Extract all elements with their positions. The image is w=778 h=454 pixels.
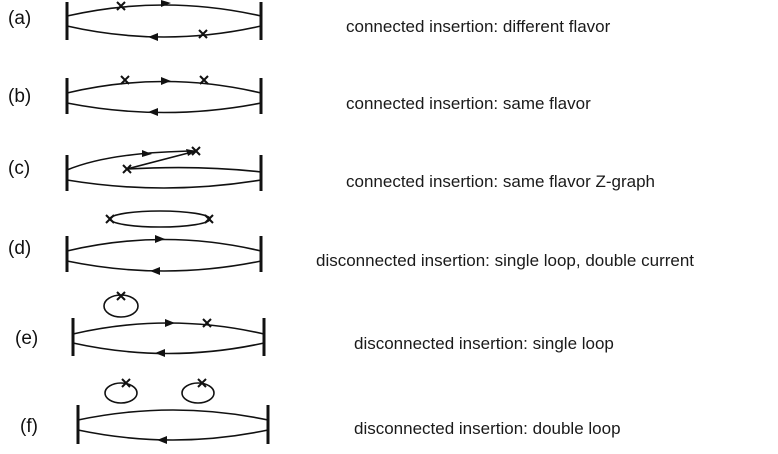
arrow-left-icon [155, 349, 165, 357]
diagram-f [76, 378, 270, 444]
description-b: connected insertion: same flavor [346, 94, 591, 113]
arrow-left-icon [148, 33, 158, 41]
arrow-right-icon [186, 149, 196, 156]
z-graph-return-line [126, 166, 262, 173]
arrow-right-icon [161, 77, 171, 85]
arrow-left-icon [150, 267, 160, 275]
insertion-cross-icon [198, 29, 208, 39]
row-label-f: (f) [20, 416, 38, 437]
insertion-cross-icon [202, 318, 212, 328]
upper-quark-line [66, 238, 262, 252]
upper-quark-line [66, 4, 262, 17]
lower-quark-line [66, 25, 262, 38]
diagram-e [71, 291, 266, 357]
insertion-cross-icon [105, 214, 115, 224]
insertion-cross-icon [122, 164, 132, 174]
disconnected-loop [103, 294, 139, 318]
diagram-c [65, 146, 263, 191]
insertion-cross-icon [191, 146, 201, 156]
diagram-d [65, 210, 263, 275]
insertion-cross-icon [121, 378, 131, 388]
arrow-left-icon [157, 436, 167, 444]
disconnected-loop [104, 382, 138, 404]
insertion-cross-icon [204, 214, 214, 224]
row-label-e: (e) [15, 328, 39, 349]
z-graph-upper-line [66, 150, 197, 171]
description-e: disconnected insertion: single loop [354, 334, 614, 353]
lower-quark-line [66, 260, 262, 272]
description-f: disconnected insertion: double loop [354, 419, 621, 438]
insertion-cross-icon [116, 291, 126, 301]
row-label-d: (d) [8, 238, 32, 259]
arrow-left-icon [148, 108, 158, 116]
arrow-right-icon [142, 150, 152, 157]
lower-quark-line [66, 179, 262, 189]
diagram-b [65, 75, 263, 116]
insertion-cross-icon [116, 1, 126, 11]
description-d: disconnected insertion: single loop, dou… [316, 251, 695, 270]
insertion-cross-icon [199, 75, 209, 85]
disconnected-loop [181, 382, 215, 404]
arrow-right-icon [155, 235, 165, 243]
upper-quark-line [77, 409, 269, 421]
lower-quark-line [66, 102, 262, 114]
z-graph-diagonal-line [126, 150, 197, 170]
row-label-b: (b) [8, 86, 32, 107]
arrow-right-icon [165, 319, 175, 327]
insertion-cross-icon [120, 75, 130, 85]
description-a: connected insertion: different flavor [346, 17, 611, 36]
insertion-cross-icon [197, 378, 207, 388]
diagram-a [65, 0, 263, 41]
row-label-c: (c) [8, 158, 31, 179]
lower-quark-line [72, 342, 265, 355]
row-label-a: (a) [8, 8, 32, 29]
disconnected-loop [109, 210, 211, 228]
description-c: connected insertion: same flavor Z-graph [346, 172, 655, 191]
arrow-right-icon [161, 0, 171, 7]
lower-quark-line [77, 429, 269, 441]
